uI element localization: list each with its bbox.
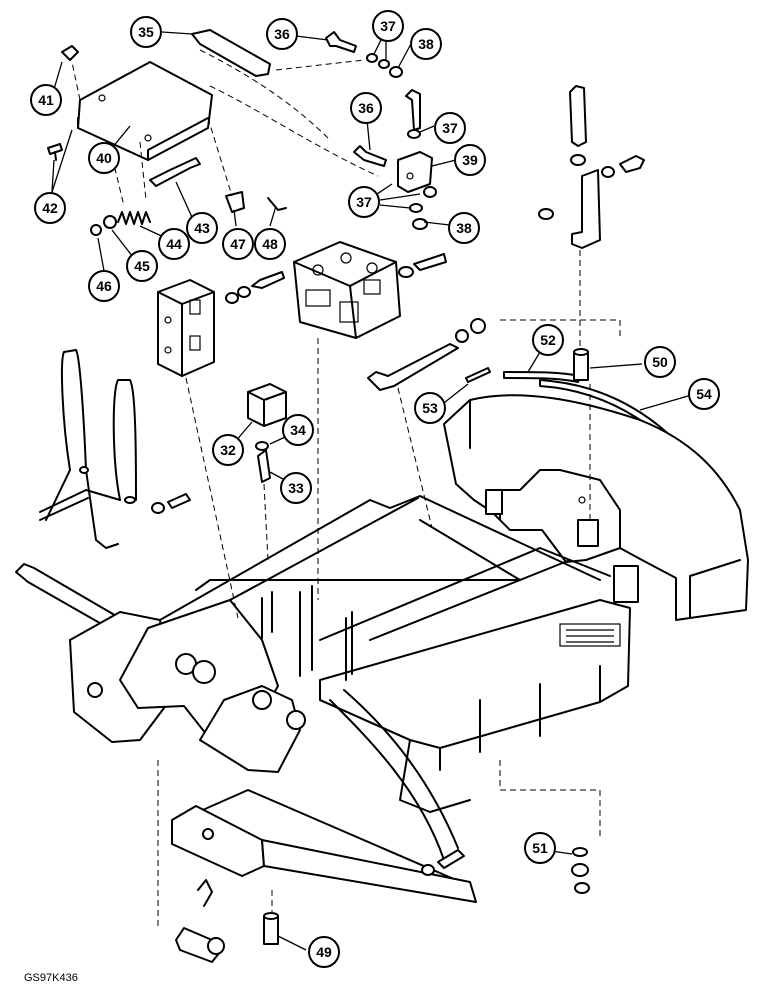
callout-53: 53 — [414, 392, 446, 424]
callout-label: 48 — [262, 236, 278, 252]
long-bolt-53 — [367, 318, 486, 391]
reference-code: GS97K436 — [24, 972, 78, 984]
pin-bottom-left — [175, 879, 225, 963]
spacer-50 — [573, 348, 589, 381]
callout-54: 54 — [688, 378, 720, 410]
cover-plate — [77, 61, 213, 161]
callout-label: 45 — [134, 258, 150, 274]
callout-label: 46 — [96, 278, 112, 294]
callout-label: 49 — [316, 944, 332, 960]
callout-46: 46 — [88, 270, 120, 302]
angle-bracket-39 — [397, 151, 433, 193]
callout-34: 34 — [282, 414, 314, 446]
bolt-bottom — [421, 849, 465, 876]
spring-44 — [117, 211, 151, 225]
control-valve — [293, 241, 401, 339]
washer-34 — [255, 441, 269, 451]
screw-part — [47, 143, 63, 161]
bolt-right-small — [538, 155, 645, 220]
callout-label: 35 — [138, 24, 154, 40]
strip-52 — [503, 371, 581, 383]
spacer-49 — [263, 912, 279, 945]
bolt-right-valve — [398, 253, 447, 278]
callout-label: 52 — [540, 332, 556, 348]
callout-label: 41 — [38, 92, 54, 108]
callout-36-top: 36 — [266, 18, 298, 50]
callout-label: 37 — [380, 18, 396, 34]
callout-43: 43 — [186, 212, 218, 244]
valve-block-left — [157, 279, 215, 377]
callout-label: 40 — [96, 150, 112, 166]
callout-label: 36 — [358, 100, 374, 116]
callout-32: 32 — [212, 434, 244, 466]
callout-label: 38 — [456, 220, 472, 236]
callout-50: 50 — [644, 346, 676, 378]
bolt-36-mid — [353, 89, 421, 167]
callout-label: 37 — [356, 194, 372, 210]
callout-48: 48 — [254, 228, 286, 260]
bolt-33 — [257, 449, 271, 483]
callout-41: 41 — [30, 84, 62, 116]
callout-33: 33 — [280, 472, 312, 504]
pin-47 — [225, 191, 245, 213]
callout-label: 36 — [274, 26, 290, 42]
callout-label: 43 — [194, 220, 210, 236]
callout-label: 42 — [42, 200, 58, 216]
callout-35: 35 — [130, 16, 162, 48]
clip-pin-48 — [267, 197, 287, 211]
rod-53 — [465, 367, 491, 383]
callout-45: 45 — [126, 250, 158, 282]
callout-label: 53 — [422, 400, 438, 416]
callout-47: 47 — [222, 228, 254, 260]
step-ladder — [39, 349, 137, 549]
callout-52: 52 — [532, 324, 564, 356]
callout-label: 32 — [220, 442, 236, 458]
bolt-36-top — [325, 31, 357, 53]
callout-44: 44 — [158, 228, 190, 260]
callout-label: 37 — [442, 120, 458, 136]
washer-stack-51 — [571, 847, 590, 894]
callout-42: 42 — [34, 192, 66, 224]
counterweight — [443, 394, 749, 621]
bolt-ladder — [151, 493, 191, 514]
strap-part — [191, 29, 271, 77]
callout-38-top: 38 — [410, 28, 442, 60]
callout-label: 38 — [418, 36, 434, 52]
clip-part — [61, 45, 79, 61]
assembly-lines — [71, 49, 621, 930]
callout-label: 50 — [652, 354, 668, 370]
washers-37-top — [366, 53, 403, 78]
nuts-38-mid — [407, 129, 437, 230]
callout-37-a: 37 — [372, 10, 404, 42]
callout-label: 39 — [462, 152, 478, 168]
l-bracket-right — [571, 169, 601, 249]
small-valve-32 — [247, 383, 287, 427]
main-frame — [15, 495, 631, 903]
callout-label: 54 — [696, 386, 712, 402]
callout-label: 33 — [288, 480, 304, 496]
callout-40: 40 — [88, 142, 120, 174]
small-bolts-left — [225, 271, 285, 304]
washer-45 — [103, 215, 117, 229]
l-pin-43 — [149, 157, 201, 187]
callout-label: 47 — [230, 236, 246, 252]
callout-label: 34 — [290, 422, 306, 438]
long-bolt-right — [569, 85, 587, 166]
callout-39: 39 — [454, 144, 486, 176]
callout-49: 49 — [308, 936, 340, 968]
callout-label: 51 — [532, 840, 548, 856]
callout-37-c: 37 — [348, 186, 380, 218]
callout-36-mid: 36 — [350, 92, 382, 124]
callout-37-b: 37 — [434, 112, 466, 144]
callout-51: 51 — [524, 832, 556, 864]
callout-label: 44 — [166, 236, 182, 252]
washer-46 — [90, 224, 102, 236]
callout-38-mid: 38 — [448, 212, 480, 244]
